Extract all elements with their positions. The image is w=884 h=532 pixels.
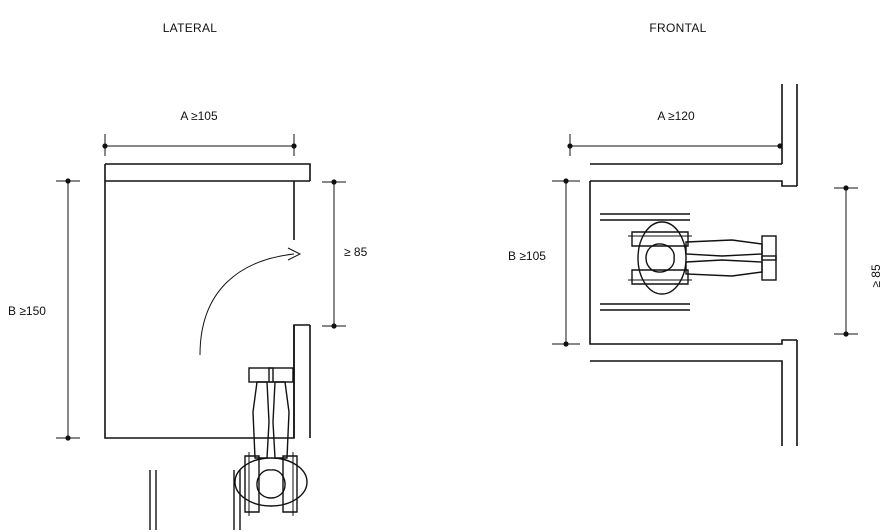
- lateral-depth-dimension: B ≥150: [8, 178, 80, 441]
- frontal-title: FRONTAL: [649, 21, 706, 35]
- lateral-door-label: ≥ 85: [344, 245, 368, 259]
- lateral-view: LATERAL A ≥105 B ≥1: [8, 21, 368, 530]
- lateral-top-wall: [104, 163, 311, 181]
- lateral-title: LATERAL: [163, 21, 218, 35]
- frontal-door-label: ≥ 85: [869, 264, 883, 288]
- frontal-walls: [589, 84, 798, 446]
- frontal-depth-dimension: B ≥105: [508, 178, 580, 347]
- lateral-door-swing: [199, 247, 302, 356]
- lateral-width-label: A ≥105: [180, 109, 218, 123]
- lateral-wheelchair: [149, 367, 308, 530]
- lateral-door-dimension: ≥ 85: [322, 179, 368, 329]
- lateral-car-outline: [104, 180, 311, 439]
- frontal-door-dimension: ≥ 85: [834, 185, 883, 337]
- lateral-width-dimension: A ≥105: [102, 109, 297, 156]
- frontal-width-label: A ≥120: [657, 109, 695, 123]
- frontal-view: FRONTAL A ≥120 B ≥105: [508, 21, 883, 446]
- frontal-depth-label: B ≥105: [508, 249, 546, 263]
- frontal-width-dimension: A ≥120: [567, 109, 783, 156]
- frontal-wheelchair: [600, 213, 777, 311]
- lateral-depth-label: B ≥150: [8, 304, 46, 318]
